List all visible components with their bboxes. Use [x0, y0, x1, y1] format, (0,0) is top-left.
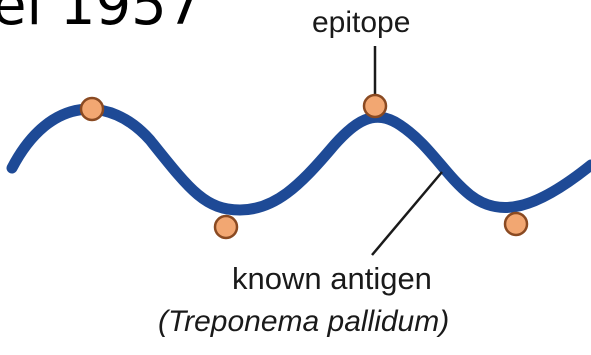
epitope-bead — [215, 216, 237, 238]
species-label: (Treponema pallidum) — [158, 307, 449, 337]
epitope-label: epitope — [312, 8, 410, 38]
known-antigen-label: known antigen — [232, 263, 432, 294]
epitope-bead — [505, 213, 527, 235]
antigen-leader-line — [372, 172, 442, 255]
epitope-bead — [81, 98, 103, 120]
antigen-strand — [12, 109, 591, 210]
epitope-bead — [364, 95, 386, 117]
